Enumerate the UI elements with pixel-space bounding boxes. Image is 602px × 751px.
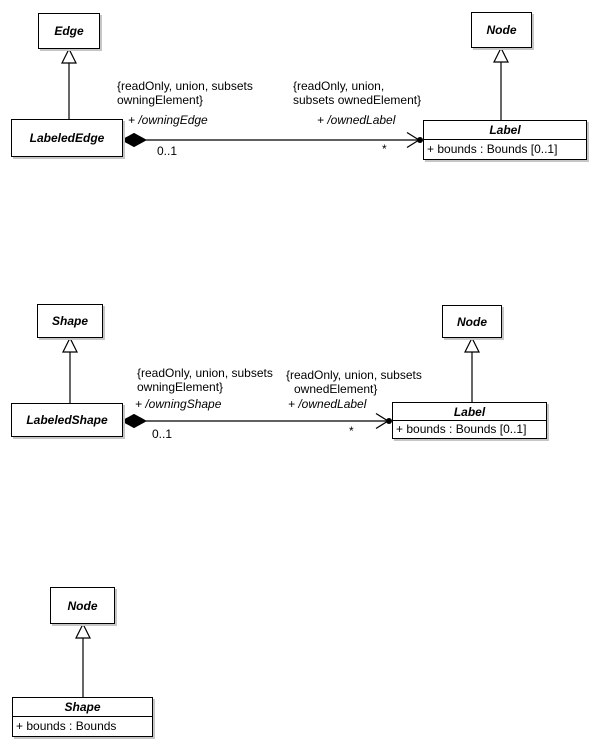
class-shape-middle[interactable]: Shape [37,304,103,338]
constraint-line: {readOnly, union, subsets [117,79,253,93]
class-name: Shape [13,698,152,717]
class-shape-bottom[interactable]: Shape + bounds : Bounds [12,697,153,737]
constraint-owned-label-middle: {readOnly, union, subsets ownedElement} [286,368,422,396]
composition-labeledshape-label [120,412,392,430]
role-owning-shape: + /owningShape [135,397,222,411]
class-labeledshape[interactable]: LabeledShape [11,403,123,437]
constraint-owned-label-top: {readOnly, union, subsets ownedElement} [293,79,421,107]
generalization-shape-node-bottom [75,622,91,697]
class-node-middle[interactable]: Node [442,305,502,338]
class-edge[interactable]: Edge [38,13,100,49]
class-attribute: + bounds : Bounds [16,719,117,733]
multiplicity-owned-label-middle: * [349,424,354,438]
class-name: Shape [51,314,88,328]
composition-labelededge-label [120,131,423,149]
class-label-middle[interactable]: Label + bounds : Bounds [0..1] [392,402,547,439]
constraint-line: {readOnly, union, subsets [137,366,273,380]
role-owned-label-top: + /ownedLabel [317,113,396,127]
generalization-triangle-icon [464,336,480,353]
class-name: Edge [54,24,84,38]
constraint-line: {readOnly, union, subsets [286,368,422,382]
generalization-label-node-middle [464,336,480,402]
constraint-owning-edge: {readOnly, union, subsets owningElement} [117,79,253,107]
multiplicity-owned-label-top: * [382,142,387,156]
constraint-owning-shape: {readOnly, union, subsets owningElement} [137,366,273,394]
constraint-line: owningElement} [117,93,204,107]
class-name: Node [457,314,487,329]
generalization-triangle-icon [61,47,77,64]
class-name: LabeledEdge [29,131,105,145]
constraint-line: ownedElement} [294,382,378,396]
composite-diamond-icon [120,132,148,148]
composite-diamond-icon [120,413,148,429]
class-node-top[interactable]: Node [471,12,532,48]
role-owning-edge: + /owningEdge [128,113,208,127]
constraint-line: {readOnly, union, [293,79,385,93]
generalization-label-node-top [493,46,509,120]
class-attribute: + bounds : Bounds [0..1] [396,422,527,436]
class-name: Node [486,23,517,37]
class-node-bottom[interactable]: Node [50,587,115,624]
generalization-triangle-icon [75,622,91,639]
generalization-triangle-icon [493,46,509,63]
class-attribute: + bounds : Bounds [0..1] [427,142,558,156]
multiplicity-owning-edge: 0..1 [157,144,178,158]
class-name: Label [393,403,546,421]
ownership-dot-icon [386,418,392,424]
class-name: Label [424,121,586,140]
class-label-top[interactable]: Label + bounds : Bounds [0..1] [423,120,587,160]
ownership-dot-icon [417,137,423,143]
class-labelededge[interactable]: LabeledEdge [11,119,123,157]
class-name: Node [67,598,98,613]
generalization-labelededge-edge [61,47,77,119]
generalization-triangle-icon [62,336,78,353]
constraint-line: owningElement} [137,380,224,394]
role-owned-label-middle: + /ownedLabel [288,397,367,411]
generalization-labeledshape-shape [62,336,78,403]
multiplicity-owning-shape: 0..1 [152,427,173,441]
constraint-line: subsets ownedElement} [293,93,422,107]
class-name: LabeledShape [26,413,108,427]
